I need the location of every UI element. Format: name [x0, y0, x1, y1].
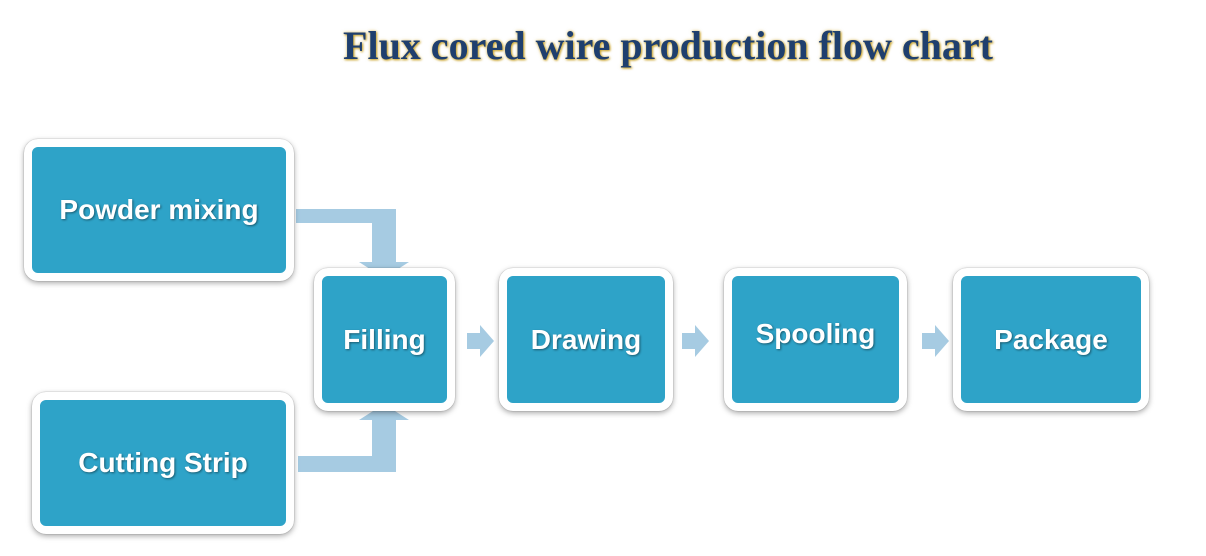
elbow-arrow-up	[298, 404, 409, 472]
node-cutting-strip: Cutting Strip	[32, 392, 294, 534]
diagram-title: Flux cored wire production flow chart	[343, 23, 993, 68]
connector-drawing-to-spooling	[682, 325, 709, 357]
node-filling: Filling	[314, 268, 455, 411]
arrow-right	[922, 325, 949, 357]
node-drawing: Drawing	[499, 268, 673, 411]
node-label: Spooling	[755, 317, 876, 349]
connector-spooling-to-package	[922, 325, 949, 357]
connector-strip-to-filling	[298, 404, 409, 472]
arrow-right	[682, 325, 709, 357]
node-label: Cutting Strip	[78, 447, 248, 478]
node-spooling: Spooling	[724, 268, 907, 411]
connector-filling-to-drawing	[467, 325, 494, 357]
elbow-arrow-down	[296, 209, 409, 278]
node-powder-mixing: Powder mixing	[24, 139, 294, 281]
connector-powder-to-filling	[296, 209, 409, 278]
node-package: Package	[953, 268, 1149, 411]
node-label: Filling	[343, 323, 426, 355]
arrow-right	[467, 325, 494, 357]
node-label: Package	[994, 323, 1108, 355]
node-label: Powder mixing	[59, 194, 259, 225]
node-label: Drawing	[530, 323, 642, 355]
